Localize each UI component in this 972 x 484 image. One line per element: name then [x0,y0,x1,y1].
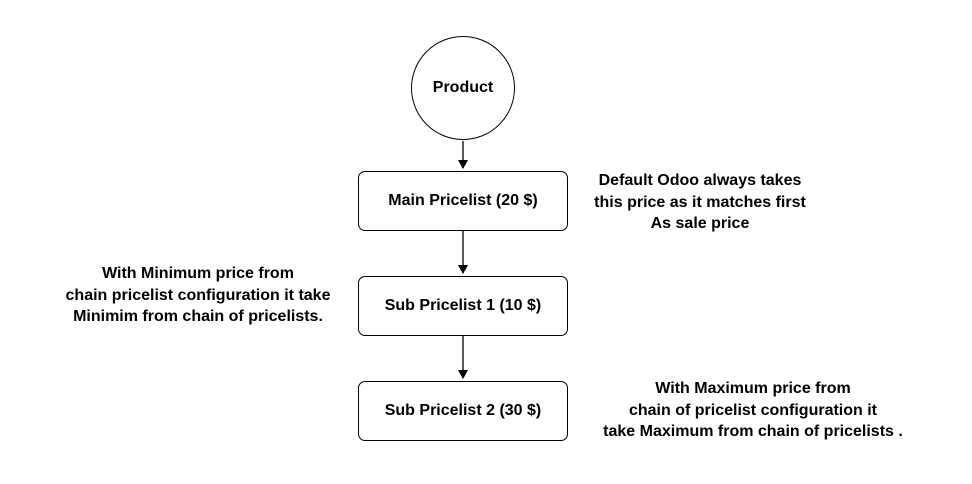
default-note-line-1: Default Odoo always takes [598,172,802,189]
default-note-line-2: this price as it matches first [594,193,806,211]
minimum-note-line-3: Minimim from chain of pricelists. [73,308,323,325]
main-pricelist-node: Main Pricelist (20 $) [358,171,568,231]
maximum-note-line-1: With Maximum price from [655,380,851,397]
sub-pricelist-1-label: Sub Pricelist 1 (10 $) [384,297,542,314]
maximum-price-note: With Maximum price from chain of priceli… [583,378,923,443]
sub-pricelist-2-node: Sub Pricelist 2 (30 $) [358,381,568,441]
main-pricelist-label: Main Pricelist (20 $) [388,192,538,209]
maximum-note-line-2: chain of pricelist configuration it [628,401,877,419]
minimum-price-note: With Minimum price from chain pricelist … [38,263,358,328]
minimum-note-line-1: With Minimum price from [102,265,294,282]
maximum-note-line-3: take Maximum from chain of pricelists . [603,423,903,440]
sub-pricelist-2-label: Sub Pricelist 2 (30 $) [384,402,542,419]
default-price-note: Default Odoo always takes this price as … [570,170,830,235]
default-note-line-3: As sale price [650,215,750,232]
minimum-note-line-2: chain pricelist configuration it take [65,286,331,304]
product-node: Product [411,36,515,140]
sub-pricelist-1-node: Sub Pricelist 1 (10 $) [358,276,568,336]
product-label: Product [432,79,494,96]
